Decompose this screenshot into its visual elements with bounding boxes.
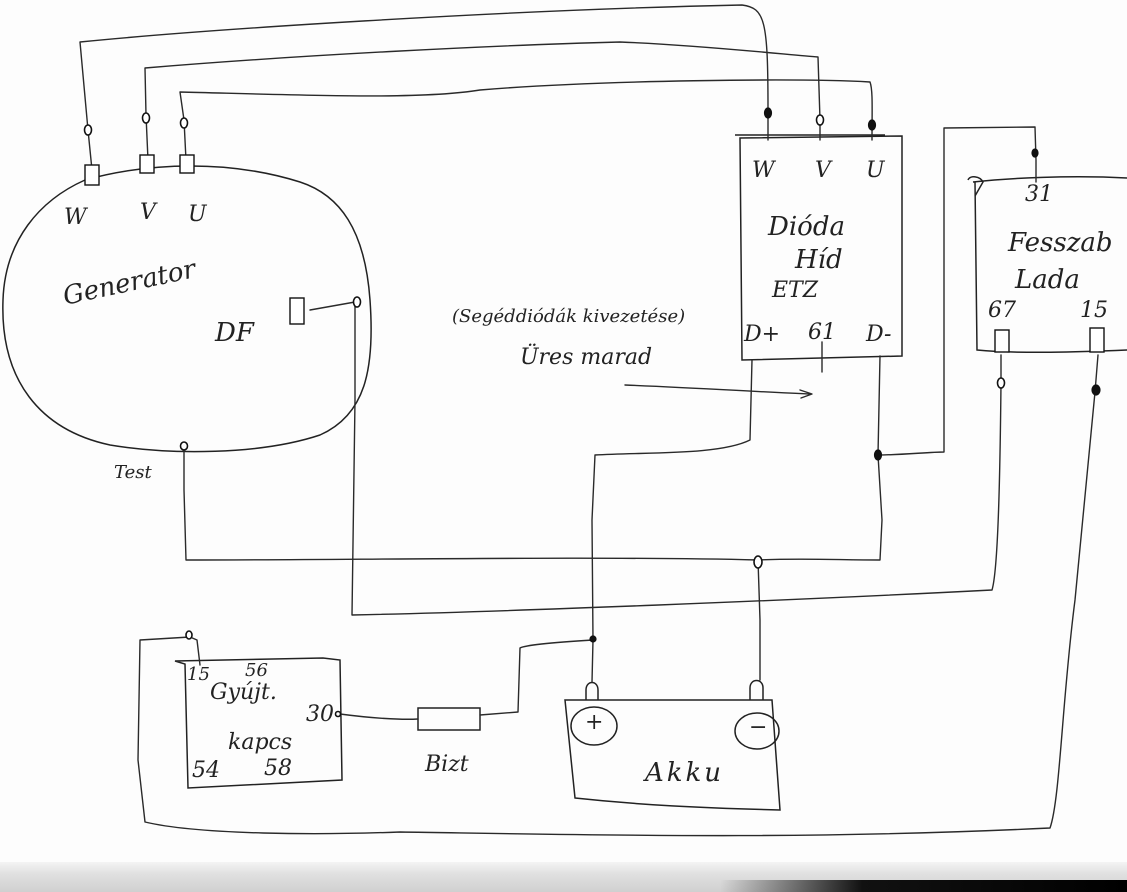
wire-battery-fuse bbox=[479, 639, 594, 716]
fuse-label: Bizt bbox=[425, 752, 469, 777]
ign-terminal-30-label: 30 bbox=[306, 702, 334, 727]
connector-reg-15 bbox=[1091, 384, 1101, 396]
connector-df bbox=[352, 296, 362, 308]
regulator-box bbox=[972, 176, 1127, 354]
battery-minus-circle bbox=[734, 712, 780, 750]
terminal-gen-df bbox=[289, 297, 305, 325]
wire-df-67 bbox=[309, 301, 1002, 616]
battery-plus-label: + bbox=[585, 710, 604, 735]
terminal-gen-v bbox=[139, 154, 155, 174]
ign-terminal-54-label: 54 bbox=[192, 758, 220, 783]
connector-dminus-junction bbox=[873, 449, 883, 461]
connector-ign-15 bbox=[185, 630, 193, 640]
ign-terminal-15-label: 15 bbox=[187, 664, 210, 685]
fuse-body bbox=[417, 707, 481, 731]
generator-outline bbox=[2, 165, 372, 453]
connector-battery-plus bbox=[589, 635, 597, 643]
aux-diode-note: (Segéddiódák kivezetése) bbox=[452, 306, 686, 327]
ignition-title-1: Gyújt. bbox=[210, 680, 277, 705]
terminal-reg-67 bbox=[994, 329, 1010, 353]
bridge-title-2: Híd bbox=[795, 245, 843, 275]
arrow-empty bbox=[624, 384, 811, 395]
empty-note: Üres marad bbox=[520, 345, 653, 370]
wire-fuse-30 bbox=[339, 713, 419, 720]
reg-terminal-67-label: 67 bbox=[988, 298, 1016, 323]
wire-dplus bbox=[591, 359, 753, 683]
reg-terminal-31-label: 31 bbox=[1025, 182, 1053, 207]
wire-phase-u bbox=[179, 79, 873, 161]
terminal-reg-15 bbox=[1089, 327, 1105, 353]
gen-ground-label: Test bbox=[114, 462, 152, 483]
wire-phase-w bbox=[79, 4, 769, 171]
connector-bridge-v bbox=[815, 114, 825, 126]
wire-ground-to-battery bbox=[757, 559, 761, 681]
wire-dminus bbox=[877, 355, 881, 456]
terminal-gen-w bbox=[84, 164, 100, 186]
connector-bridge-w bbox=[763, 107, 773, 119]
arrow-head bbox=[799, 389, 813, 399]
connector-gen-v bbox=[141, 112, 151, 124]
ign-terminal-58-label: 58 bbox=[264, 756, 292, 781]
bridge-title-3: ETZ bbox=[772, 278, 819, 303]
terminal-reg-31-clip bbox=[967, 176, 984, 197]
bridge-terminal-dplus-label: D+ bbox=[744, 322, 781, 347]
battery-plus-post bbox=[585, 681, 599, 700]
ignition-switch-box bbox=[174, 657, 343, 789]
connector-ign-30 bbox=[334, 710, 342, 718]
wire-ignition-15 bbox=[137, 354, 1099, 837]
scan-edge-shadow bbox=[720, 880, 1127, 892]
bridge-terminal-61-label: 61 bbox=[808, 320, 836, 345]
battery-minus-post bbox=[749, 679, 764, 700]
bridge-terminal-v-label: V bbox=[815, 158, 831, 183]
connector-gen-u bbox=[179, 117, 189, 129]
connector-bridge-u bbox=[867, 119, 877, 131]
gen-terminal-u-label: U bbox=[188, 202, 207, 227]
diode-bridge-box bbox=[739, 135, 903, 361]
wire-ground bbox=[183, 126, 1037, 561]
regulator-title-1: Fesszab bbox=[1008, 228, 1113, 258]
bridge-title-1: Dióda bbox=[768, 212, 845, 242]
battery-body bbox=[564, 699, 781, 811]
connector-test bbox=[179, 441, 189, 451]
battery-plus-circle bbox=[570, 706, 618, 746]
gen-terminal-v-label: V bbox=[140, 200, 156, 225]
ignition-title-2: kapcs bbox=[228, 730, 293, 755]
reg-terminal-15-label: 15 bbox=[1080, 298, 1108, 323]
regulator-title-2: Lada bbox=[1015, 265, 1080, 295]
connector-ground-junction bbox=[753, 555, 763, 569]
bridge-terminal-dminus-label: D- bbox=[866, 322, 892, 347]
bridge-terminal-w-label: W bbox=[752, 158, 775, 183]
gen-terminal-w-label: W bbox=[64, 205, 87, 230]
connector-reg-31 bbox=[1031, 148, 1039, 158]
battery-minus-label: − bbox=[749, 715, 768, 740]
bridge-terminal-u-label: U bbox=[866, 158, 885, 183]
wire-phase-v bbox=[144, 41, 821, 161]
gen-terminal-df-label: DF bbox=[215, 318, 254, 348]
connector-gen-w bbox=[83, 124, 93, 136]
terminal-gen-u bbox=[179, 154, 195, 174]
connector-reg-67 bbox=[996, 377, 1006, 389]
ign-terminal-56-label: 56 bbox=[245, 660, 268, 681]
battery-title: Akku bbox=[645, 758, 725, 788]
